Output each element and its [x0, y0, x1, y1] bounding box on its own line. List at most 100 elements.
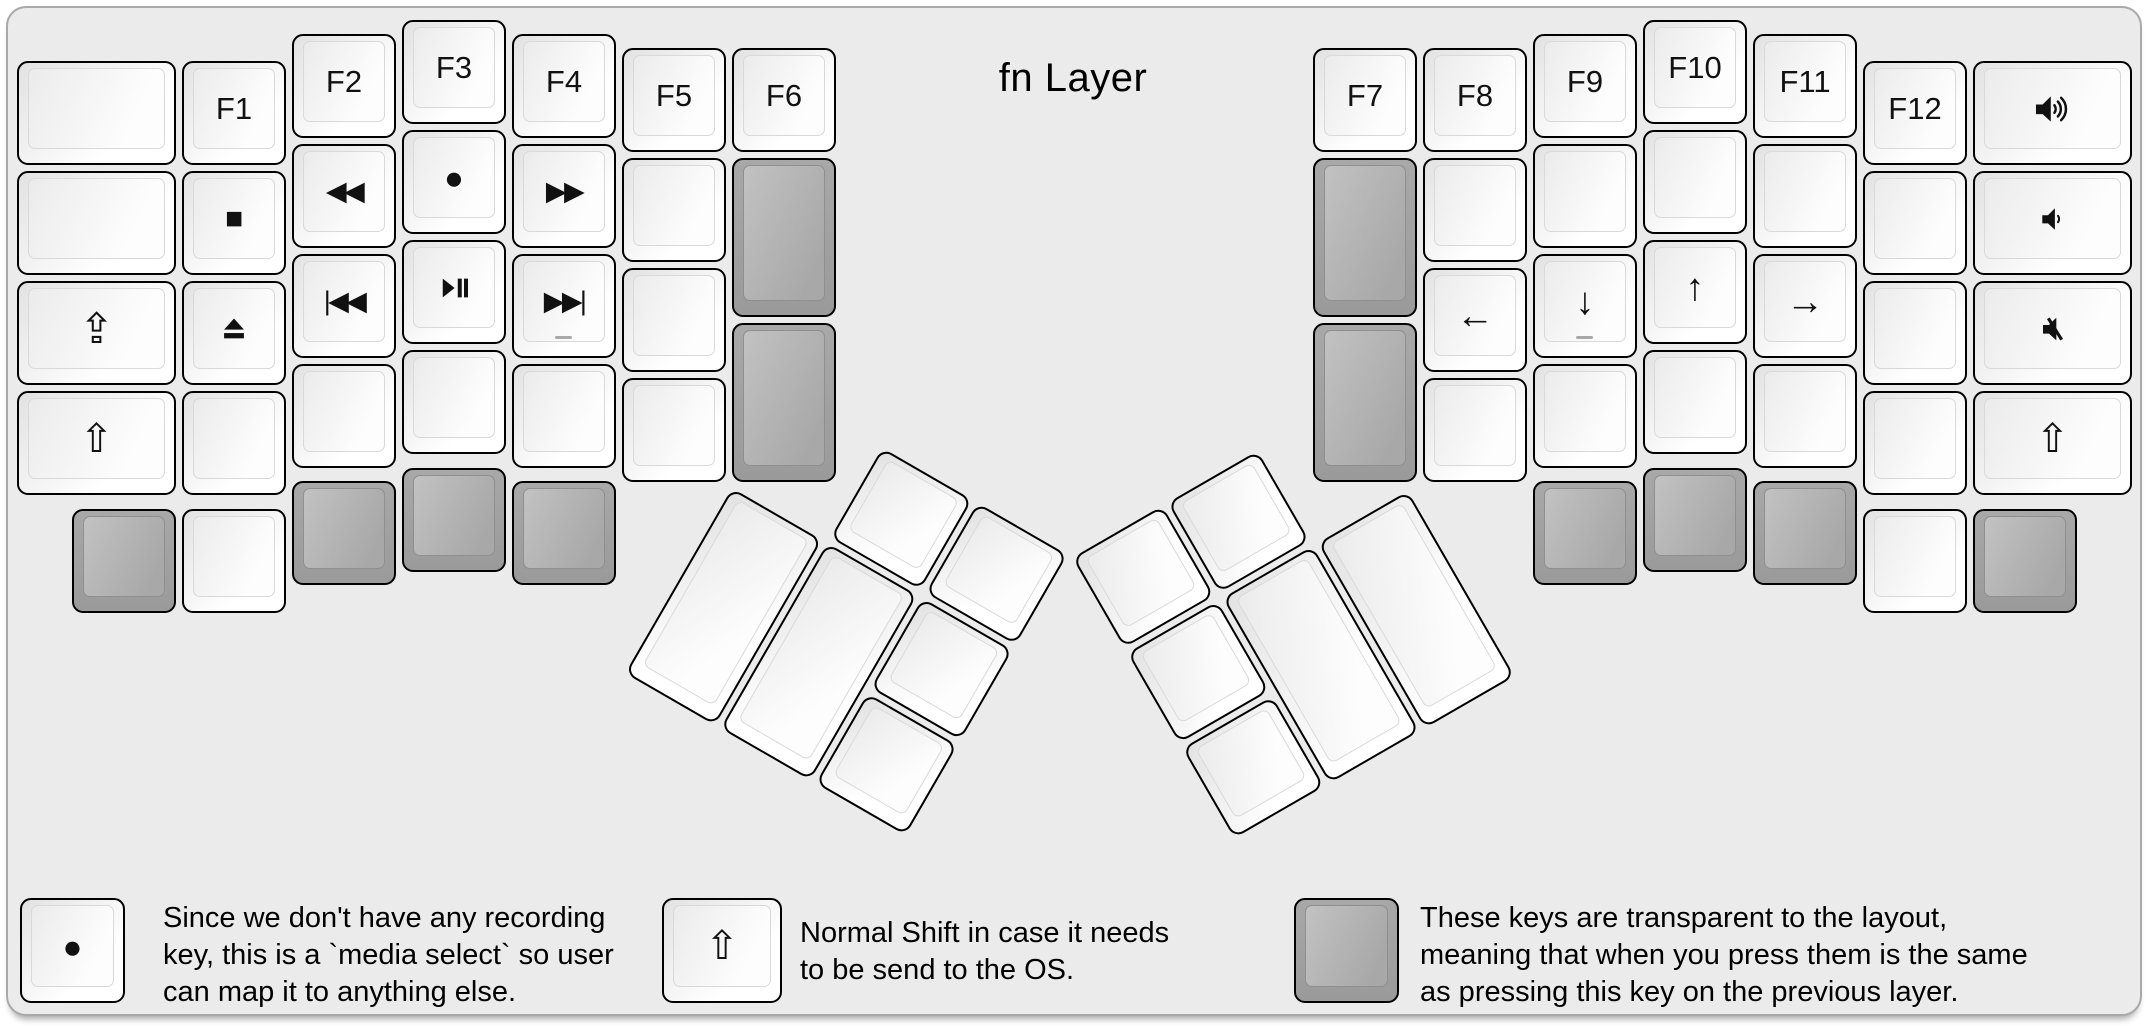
page-title: fn Layer [998, 56, 1148, 100]
key-transparent [512, 481, 616, 585]
key-f12-label: F12 [1888, 91, 1942, 126]
key-media-select-record-label: ● [444, 159, 464, 196]
key-f10-label: F10 [1668, 50, 1722, 85]
key-shift-left: ⇧ [17, 391, 176, 495]
key-f8: F8 [1423, 48, 1527, 152]
key-f3-label: F3 [435, 50, 473, 85]
key-blank [1423, 378, 1527, 482]
key-arrow-down-label: ↓ [1575, 280, 1595, 323]
key-f3: F3 [402, 20, 506, 124]
key-transparent-cap [1984, 516, 2066, 597]
legend-transparent-keys-line: These keys are transparent to the layout… [1420, 902, 1948, 934]
key-arrow-left-label: ← [1456, 294, 1494, 337]
volume-down-icon [2036, 203, 2070, 235]
key-f1-cap: F1 [193, 68, 275, 149]
key-blank [622, 378, 726, 482]
key-transparent [1533, 481, 1637, 585]
key-blank-cap [1434, 165, 1516, 246]
key-blank [1533, 144, 1637, 248]
key-f7-label: F7 [1346, 78, 1384, 113]
key-transparent [1313, 158, 1417, 317]
key-legend-transparent [1294, 898, 1399, 1003]
key-blank-cap [523, 371, 605, 452]
key-arrow-left: ← [1423, 268, 1527, 372]
key-shift-right-label: ⇧ [2035, 416, 2070, 461]
key-f4-cap: F4 [523, 41, 605, 122]
key-f9-label: F9 [1566, 64, 1604, 99]
key-f2: F2 [292, 34, 396, 138]
legend-media-select-line: can map it to anything else. [163, 976, 517, 1008]
key-blank [17, 61, 176, 165]
key-transparent-cap [1324, 330, 1406, 466]
key-blank [512, 364, 616, 468]
key-legend-shift-cap: ⇧ [673, 905, 771, 987]
key-f11-cap: F11 [1764, 41, 1846, 122]
key-transparent [292, 481, 396, 585]
key-caps-lock-label: ⇪ [78, 304, 115, 352]
key-volume-down [1973, 171, 2132, 275]
key-shift-left-cap: ⇧ [28, 398, 165, 479]
legend-transparent-keys-line: as pressing this key on the previous lay… [1420, 976, 1959, 1008]
key-arrow-right-label: → [1786, 280, 1824, 323]
key-f1: F1 [182, 61, 286, 165]
key-eject [182, 281, 286, 385]
key-transparent-cap [1324, 165, 1406, 301]
key-blank-cap [1874, 516, 1956, 597]
key-blank-cap [633, 385, 715, 466]
key-caps-lock-cap: ⇪ [28, 288, 165, 369]
homing-bar [1576, 336, 1593, 339]
key-prev-track: |◀◀ [292, 254, 396, 358]
key-blank [622, 268, 726, 372]
key-rewind-label: ◀◀ [325, 176, 365, 206]
key-next-track-cap: ▶▶| [523, 261, 605, 342]
key-f10-cap: F10 [1654, 27, 1736, 108]
key-fast-forward-cap: ▶▶ [523, 151, 605, 232]
key-arrow-down: ↓ [1533, 254, 1637, 358]
key-transparent-cap [413, 475, 495, 556]
key-transparent [72, 509, 176, 613]
key-legend-record: ● [20, 898, 125, 1003]
volume-up-icon [2033, 91, 2073, 127]
key-fast-forward-label: ▶▶ [545, 176, 585, 206]
key-blank [1753, 364, 1857, 468]
key-f9: F9 [1533, 34, 1637, 138]
homing-bar [555, 336, 572, 339]
key-blank-cap [1434, 385, 1516, 466]
key-transparent [732, 158, 836, 317]
key-blank [1863, 171, 1967, 275]
key-blank-cap [633, 275, 715, 356]
key-arrow-down-cap: ↓ [1544, 261, 1626, 342]
key-transparent-cap [743, 165, 825, 301]
key-blank-cap [1874, 178, 1956, 259]
key-transparent [732, 323, 836, 482]
key-f6-cap: F6 [743, 55, 825, 136]
key-transparent-cap [1654, 475, 1736, 556]
key-eject-cap [193, 288, 275, 369]
key-blank-cap [1654, 137, 1736, 218]
key-shift-right-cap: ⇧ [1984, 398, 2121, 479]
key-transparent [402, 468, 506, 572]
key-play-pause [402, 240, 506, 344]
key-volume-up-cap [1984, 68, 2121, 149]
key-shift-left-label: ⇧ [79, 416, 114, 461]
key-blank-cap [28, 68, 165, 149]
key-blank-cap [633, 165, 715, 246]
legend-normal-shift-line: to be send to the OS. [800, 954, 1075, 986]
key-play-pause-cap [413, 247, 495, 328]
key-stop-cap: ■ [193, 178, 275, 259]
key-volume-down-cap [1984, 178, 2121, 259]
key-f12: F12 [1863, 61, 1967, 165]
key-f5: F5 [622, 48, 726, 152]
legend-normal-shift-line: Normal Shift in case it needs [800, 917, 1170, 949]
key-f1-label: F1 [215, 91, 253, 126]
key-f10: F10 [1643, 20, 1747, 124]
key-f7: F7 [1313, 48, 1417, 152]
key-f11: F11 [1753, 34, 1857, 138]
key-caps-lock: ⇪ [17, 281, 176, 385]
legend-transparent-keys-line: meaning that when you press them is the … [1420, 939, 2028, 971]
key-blank [1863, 509, 1967, 613]
key-f3-cap: F3 [413, 27, 495, 108]
key-blank [1643, 350, 1747, 454]
key-blank-cap [1544, 151, 1626, 232]
